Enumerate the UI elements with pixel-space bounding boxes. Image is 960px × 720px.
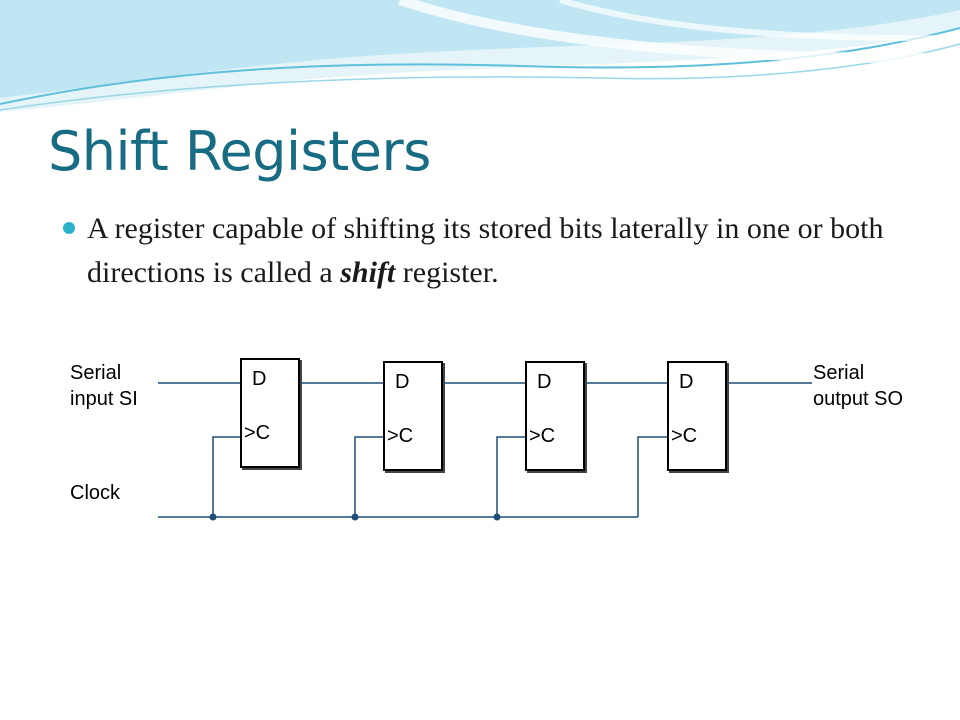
serial-output-label-line1: Serial bbox=[813, 362, 865, 384]
flip-flop-d-label: D bbox=[252, 368, 267, 390]
serial-output-label-line2: output SO bbox=[813, 388, 904, 410]
clock-label: Clock bbox=[70, 482, 121, 504]
flip-flop-2: D >C bbox=[383, 361, 443, 471]
bullet-text-start: A register capable of shifting its store… bbox=[87, 212, 884, 289]
flip-flop-4: D >C bbox=[667, 361, 727, 471]
flip-flop-3: D >C bbox=[525, 361, 585, 471]
flip-flop-clock-label: >C bbox=[387, 425, 414, 447]
flip-flop-d-label: D bbox=[395, 371, 410, 393]
bullet-emphasis: shift bbox=[340, 256, 396, 289]
flip-flop-1: D >C bbox=[240, 358, 300, 468]
header-wave-decoration bbox=[0, 0, 960, 112]
bullet-dot-icon bbox=[63, 222, 75, 234]
bullet-text-end: register. bbox=[395, 256, 499, 289]
flip-flop-clock-label: >C bbox=[671, 425, 698, 447]
serial-input-label-line2: input SI bbox=[70, 388, 138, 410]
serial-input-label-line1: Serial bbox=[70, 362, 122, 384]
serial-output-label: Serial output SO bbox=[813, 360, 903, 412]
flip-flop-d-label: D bbox=[679, 371, 694, 393]
flip-flop-d-label: D bbox=[537, 371, 552, 393]
flip-flop-clock-label: >C bbox=[244, 422, 271, 444]
flip-flop-clock-label: >C bbox=[529, 425, 556, 447]
bullet-text: A register capable of shifting its store… bbox=[87, 207, 927, 295]
serial-input-label: Serial input SI bbox=[70, 360, 138, 412]
slide-title: Shift Registers bbox=[48, 120, 431, 183]
